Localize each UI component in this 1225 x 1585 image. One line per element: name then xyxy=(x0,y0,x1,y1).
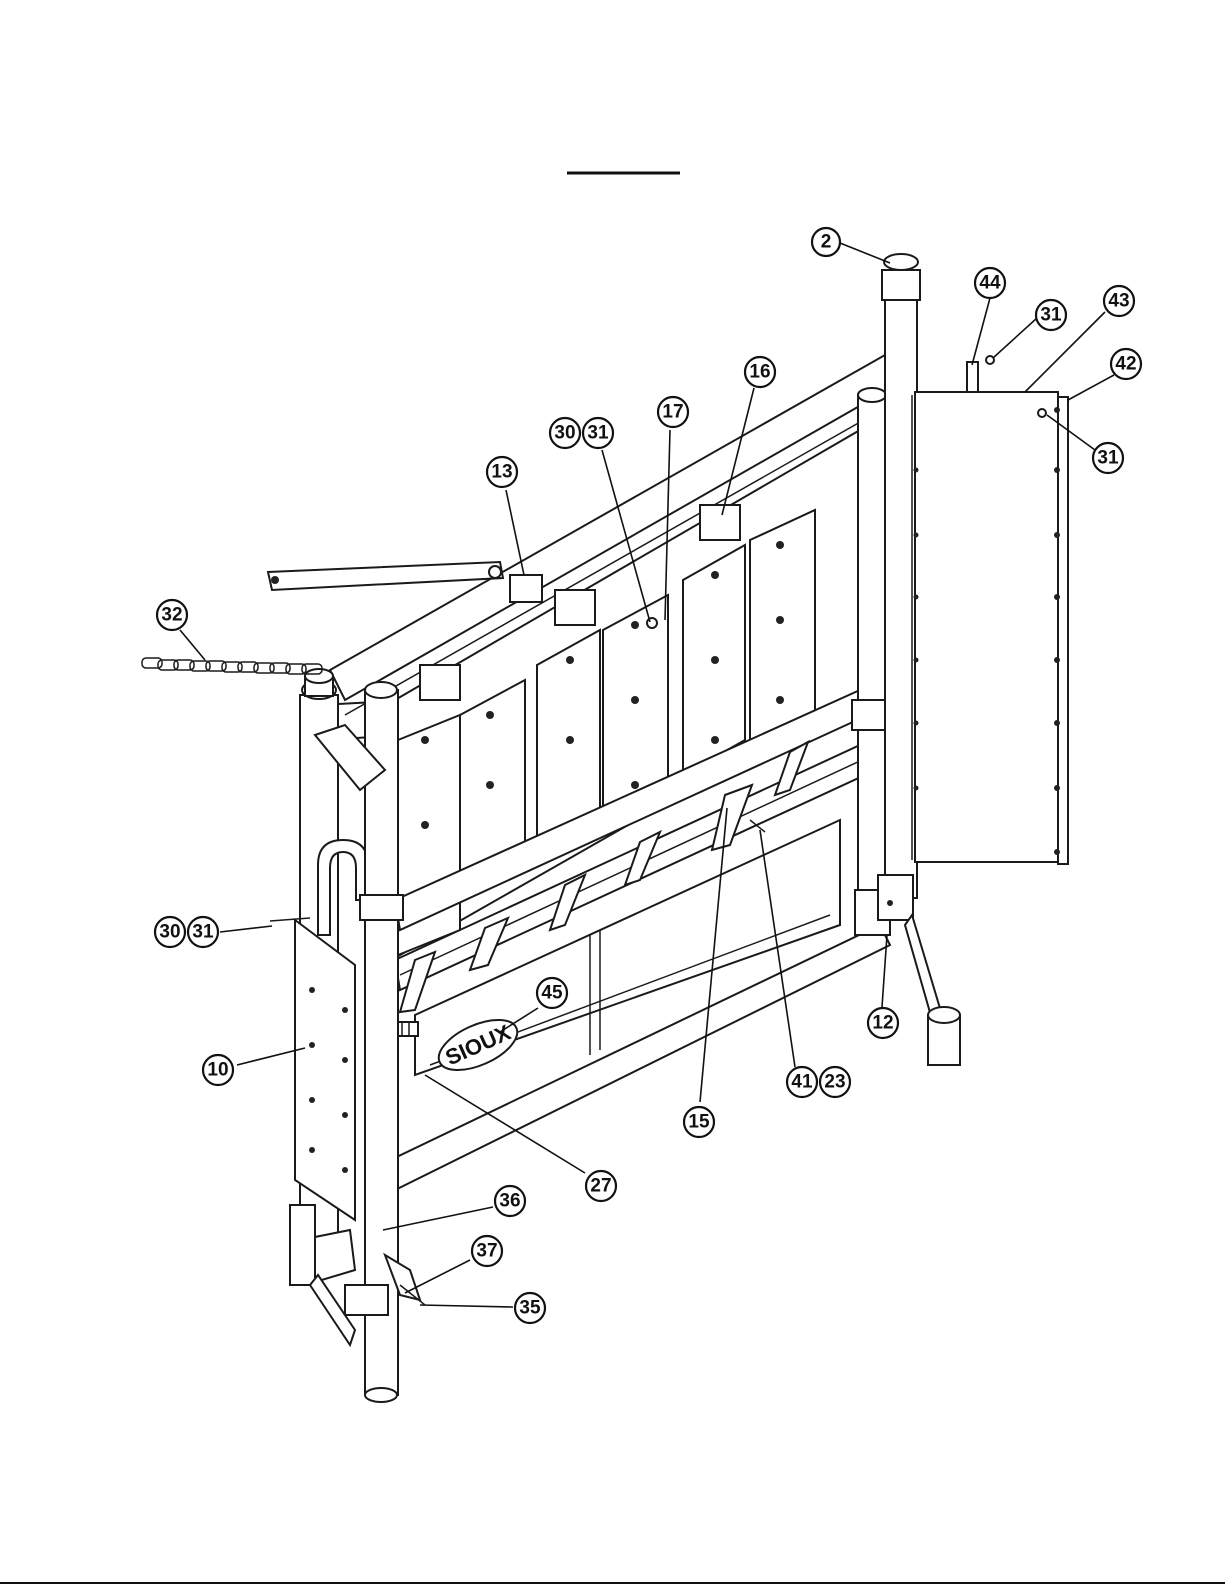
svg-text:42: 42 xyxy=(1115,354,1136,375)
callout-15: 15 xyxy=(684,1107,714,1137)
callout-31-top: 31 xyxy=(1036,300,1066,330)
svg-text:13: 13 xyxy=(491,462,512,483)
svg-text:23: 23 xyxy=(824,1072,845,1093)
svg-text:37: 37 xyxy=(476,1241,497,1262)
chain xyxy=(142,658,322,674)
svg-text:32: 32 xyxy=(161,605,182,626)
svg-text:15: 15 xyxy=(688,1112,710,1133)
svg-text:2: 2 xyxy=(821,232,832,253)
svg-text:31: 31 xyxy=(192,922,214,943)
svg-text:43: 43 xyxy=(1108,291,1129,312)
hinge-bracket-2 xyxy=(555,590,595,625)
callout-44: 44 xyxy=(975,268,1005,298)
callout-41-23: 41 23 xyxy=(787,1067,850,1097)
svg-text:41: 41 xyxy=(791,1072,813,1093)
right-rear-post xyxy=(858,395,886,920)
callout-30-31-left: 30 31 xyxy=(155,917,218,947)
top-handle-bar xyxy=(268,562,503,590)
left-side-panel xyxy=(295,920,355,1220)
svg-text:36: 36 xyxy=(499,1191,520,1212)
side-panel xyxy=(915,392,1058,862)
svg-text:30: 30 xyxy=(554,423,575,444)
callout-37: 37 xyxy=(472,1236,502,1266)
callout-32: 32 xyxy=(157,600,187,630)
callout-36: 36 xyxy=(495,1186,525,1216)
callout-2: 2 xyxy=(812,228,840,256)
callout-43: 43 xyxy=(1104,286,1134,316)
hinge-bracket-3 xyxy=(700,505,740,540)
callout-45: 45 xyxy=(537,978,567,1008)
callout-31-right: 31 xyxy=(1093,443,1123,473)
callout-16: 16 xyxy=(745,357,775,387)
side-bracket xyxy=(967,362,978,392)
svg-text:12: 12 xyxy=(872,1013,893,1034)
callout-17: 17 xyxy=(658,397,688,427)
callout-35: 35 xyxy=(515,1293,545,1323)
callout-12: 12 xyxy=(868,1008,898,1038)
svg-text:35: 35 xyxy=(519,1298,541,1319)
svg-text:31: 31 xyxy=(1040,305,1062,326)
hinge-bracket-1 xyxy=(420,665,460,700)
callout-42: 42 xyxy=(1111,349,1141,379)
svg-text:27: 27 xyxy=(590,1176,611,1197)
callout-10: 10 xyxy=(203,1055,233,1085)
callout-27: 27 xyxy=(586,1171,616,1201)
side-panel-strip xyxy=(1058,397,1068,864)
callout-30-31-top: 30 31 xyxy=(550,418,613,448)
svg-text:10: 10 xyxy=(207,1060,228,1081)
svg-text:31: 31 xyxy=(587,423,609,444)
sign-plate xyxy=(510,575,542,602)
svg-text:31: 31 xyxy=(1097,448,1119,469)
svg-text:44: 44 xyxy=(979,273,1001,294)
side-panel-assembly xyxy=(912,356,1068,864)
svg-text:45: 45 xyxy=(541,983,563,1004)
svg-text:16: 16 xyxy=(749,362,770,383)
svg-text:30: 30 xyxy=(159,922,180,943)
callout-13: 13 xyxy=(487,457,517,487)
svg-text:17: 17 xyxy=(662,402,683,423)
